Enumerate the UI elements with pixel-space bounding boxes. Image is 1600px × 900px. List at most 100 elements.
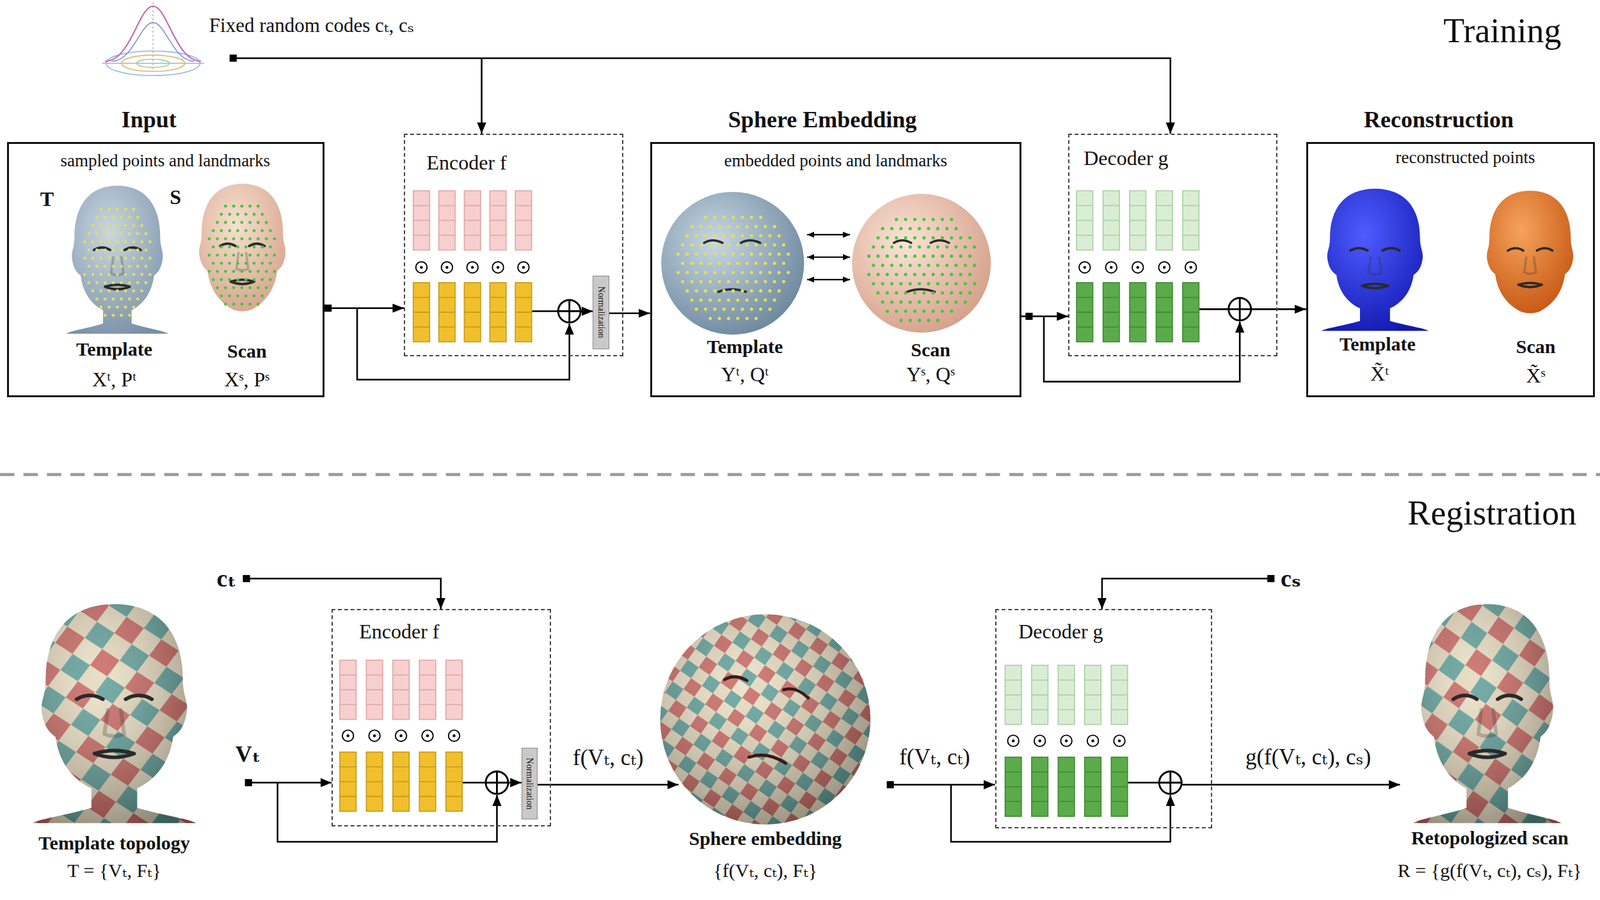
- sample-points: [676, 252, 680, 256]
- sample-points: [708, 316, 712, 320]
- sample-points: [128, 215, 132, 219]
- sample-points: [264, 286, 269, 290]
- network-layers: [392, 752, 410, 813]
- sample-points: [913, 254, 917, 258]
- sample-points: [704, 252, 708, 256]
- network-layers: [1129, 282, 1147, 343]
- network-layers: [439, 190, 456, 251]
- sample-points: [954, 300, 958, 304]
- sample-points: [124, 305, 128, 310]
- math-label: R = {g(f(Vₜ, cₜ), cₛ), Fₜ}: [1397, 859, 1583, 882]
- sample-points: [903, 254, 907, 258]
- network-layers: [446, 752, 463, 813]
- module-title: Encoder f: [426, 150, 507, 175]
- input-illustration: [66, 183, 287, 335]
- panel-subtitle: reconstructed points: [1395, 148, 1535, 169]
- decoder-box: Decoder g: [995, 609, 1213, 829]
- network-layers: [1060, 735, 1072, 747]
- sample-points: [717, 243, 721, 247]
- sample-points: [871, 245, 875, 249]
- sample-points: [260, 229, 264, 233]
- embedding-panel: Sphere Embeddingembedded points and land…: [650, 142, 1022, 398]
- sample-points: [131, 289, 136, 293]
- sample-points: [731, 307, 735, 312]
- sample-points: [931, 273, 936, 277]
- sample-points: [103, 215, 107, 219]
- sample-points: [908, 227, 912, 231]
- figure-caption: Template: [1339, 332, 1416, 356]
- sample-points: [207, 204, 276, 306]
- network-layers: [416, 261, 428, 274]
- sphere-illustration: [807, 256, 850, 258]
- sample-points: [750, 234, 754, 238]
- sample-points: [244, 213, 248, 217]
- sample-points: [211, 261, 216, 265]
- network-layers: [1113, 735, 1126, 747]
- sample-points: [119, 264, 123, 269]
- sample-points: [119, 314, 123, 318]
- sample-points: [220, 278, 224, 282]
- sample-points: [777, 289, 781, 293]
- sample-points: [931, 236, 936, 240]
- sample-points: [894, 291, 898, 295]
- network-layers: [419, 660, 436, 720]
- sample-points: [736, 225, 740, 229]
- sample-points: [890, 245, 894, 249]
- sample-points: [759, 289, 763, 293]
- sample-points: [777, 234, 781, 238]
- sample-points: [244, 278, 248, 282]
- sample-points: [722, 234, 726, 238]
- panel-heading: Reconstruction: [1363, 107, 1514, 134]
- flow-arrow: [1277, 308, 1307, 311]
- sample-points: [708, 298, 712, 302]
- sample-points: [136, 264, 140, 269]
- sample-points: [945, 282, 949, 286]
- math-label: Xˢ, Pˢ: [224, 368, 271, 392]
- registration-illustration: [1453, 695, 1522, 758]
- input-illustration: [66, 185, 169, 334]
- sample-points: [107, 273, 111, 277]
- sample-points: [727, 280, 731, 284]
- sample-points: [722, 307, 726, 312]
- sample-points: [131, 273, 136, 277]
- normalization-box: Normalization: [521, 748, 539, 820]
- sample-points: [890, 263, 894, 267]
- sample-points: [103, 314, 107, 318]
- network-layers: [517, 261, 530, 274]
- sample-points: [224, 302, 228, 306]
- normalization-box: Normalization: [592, 275, 610, 350]
- sample-points: [215, 220, 219, 224]
- flow-arrow: [1021, 315, 1069, 318]
- sample-points: [745, 280, 749, 284]
- sample-points: [754, 280, 758, 284]
- sample-points: [949, 273, 953, 277]
- sample-points: [91, 224, 95, 228]
- sample-points: [220, 213, 224, 217]
- sphere-illustration: [718, 289, 746, 292]
- sample-points: [264, 220, 269, 224]
- figure-caption: Sphere embedding: [688, 828, 842, 851]
- sample-points: [881, 245, 885, 249]
- sample-points: [782, 261, 786, 265]
- sample-points: [689, 261, 694, 265]
- sample-points: [768, 270, 772, 274]
- sample-points: [727, 261, 731, 265]
- sample-points: [768, 234, 772, 238]
- sample-points: [936, 282, 940, 286]
- sample-points: [717, 298, 721, 302]
- math-label: Xᵗ, Pᵗ: [92, 368, 137, 392]
- sample-points: [83, 208, 152, 318]
- sample-points: [107, 305, 111, 310]
- sample-points: [699, 298, 703, 302]
- sample-points: [750, 307, 754, 312]
- sample-points: [786, 252, 790, 256]
- reconstruction-illustration: [1321, 188, 1574, 331]
- sample-points: [140, 273, 144, 277]
- code-wire: [232, 58, 1171, 134]
- sample-points: [256, 237, 260, 241]
- sample-points: [712, 234, 717, 238]
- sample-points: [119, 297, 123, 301]
- sample-points: [963, 263, 968, 267]
- sample-points: [695, 289, 699, 293]
- sample-points: [224, 237, 228, 241]
